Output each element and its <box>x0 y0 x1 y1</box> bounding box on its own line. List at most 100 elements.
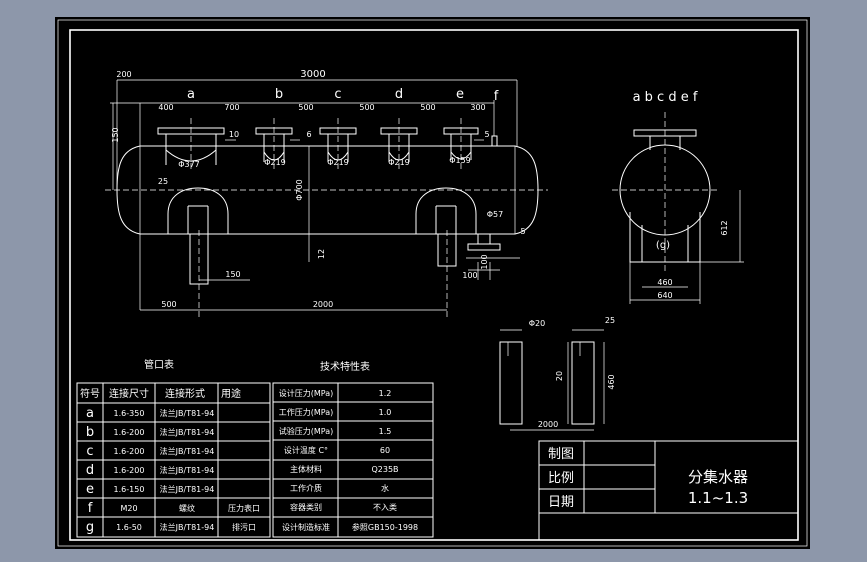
detail-length-label: 2000 <box>538 420 558 429</box>
side-view-width-inner: 460 <box>657 278 672 287</box>
flange-gap-e: 5 <box>484 130 489 139</box>
table-row: c <box>86 444 93 459</box>
side-view: a b c d e f (g) 612 460 640 <box>612 90 744 304</box>
tech-value: Q235B <box>371 465 398 474</box>
table-cell: 法兰JB/T81-94 <box>160 427 215 437</box>
nozzle-d <box>380 118 418 170</box>
side-view-height-label: 612 <box>720 220 729 235</box>
table-cell: 法兰JB/T81-94 <box>160 408 215 418</box>
tech-label: 试验压力(MPa) <box>279 426 334 436</box>
tech-label: 工作压力(MPa) <box>279 407 334 417</box>
spacing-3: 500 <box>298 103 313 112</box>
title-block: 制图 比例 日期 分集水器 1.1~1.3 <box>538 440 799 541</box>
table-row: f <box>88 501 93 516</box>
saddle-span-label: 2000 <box>313 300 333 309</box>
tech-value: 1.2 <box>379 389 392 398</box>
nozzle-letter-d: d <box>395 87 403 102</box>
nozzle-diameter-b: Φ219 <box>264 158 286 167</box>
table-row: e <box>86 482 94 497</box>
nozzle-c <box>319 118 357 170</box>
table-cell: 螺纹 <box>179 503 195 513</box>
outlet-dim-3: 100 <box>462 271 477 280</box>
spacing-1: 400 <box>158 103 173 112</box>
nozzle-letter-b: b <box>275 87 283 102</box>
table-cell: 1.6-200 <box>114 428 145 437</box>
spacing-5: 500 <box>420 103 435 112</box>
table-cell: 1.6-50 <box>116 523 142 532</box>
table-row: d <box>86 463 94 478</box>
table-cell: 1.6-150 <box>114 485 145 494</box>
flange-gap-a: 10 <box>229 130 239 139</box>
title-label-scale: 比例 <box>548 471 574 486</box>
outlet-dim-4: 100 <box>480 254 489 269</box>
detail-dim-20: 20 <box>555 371 564 381</box>
nozzle-letter-a: a <box>187 87 195 102</box>
nozzle-table: 管口表 符号 连接尺寸 连接形式 用途 a 1.6-350 法兰JB/T81-9… <box>76 358 271 538</box>
tech-table: 技术特性表 设计压力(MPa) 1.2 工作压力(MPa) 1.0 试验压力(M… <box>272 360 434 538</box>
nozzle-header-size: 连接尺寸 <box>109 387 149 400</box>
tech-value: 60 <box>380 446 390 455</box>
nozzle-letter-e: e <box>456 87 464 102</box>
table-row: a <box>86 406 94 421</box>
plate-thickness-label: 12 <box>317 249 326 259</box>
tech-value: 1.0 <box>379 408 392 417</box>
table-cell: 法兰JB/T81-94 <box>160 446 215 456</box>
outlet-dim-2: 5 <box>520 227 525 236</box>
tech-value: 不入类 <box>373 502 397 512</box>
drawing-name: 分集水器 <box>688 468 748 486</box>
side-view-width-outer: 640 <box>657 291 672 300</box>
tech-label: 主体材料 <box>290 464 322 474</box>
head-dim-label: 25 <box>158 177 168 186</box>
table-cell: 1.6-350 <box>114 409 145 418</box>
table-cell: 压力表口 <box>228 503 260 513</box>
outlet-g <box>466 233 520 259</box>
table-row: b <box>86 425 94 440</box>
nozzle-diameter-a: Φ377 <box>178 160 200 169</box>
nozzle-a <box>157 118 225 170</box>
nozzle-e <box>443 118 479 170</box>
detail-height-label: 460 <box>607 374 616 389</box>
outlet-dim-1: Φ57 <box>487 210 503 219</box>
table-row: g <box>86 520 94 535</box>
left-offset-label: 200 <box>116 70 131 79</box>
side-view-letters: a b c d e f <box>633 90 698 105</box>
table-cell: 法兰JB/T81-94 <box>160 522 215 532</box>
saddle-left-offset-label: 500 <box>161 300 176 309</box>
nozzle-letter-c: c <box>334 87 341 102</box>
saddle-left <box>167 187 229 320</box>
table-cell: 法兰JB/T81-94 <box>160 465 215 475</box>
nozzle-diameter-c: Φ219 <box>327 158 349 167</box>
inner-frame <box>69 29 799 541</box>
saddle-width-label: 150 <box>225 270 240 279</box>
nozzle-diameter-d: Φ219 <box>388 158 410 167</box>
tech-label: 设计温度 C° <box>284 445 328 455</box>
table-cell: 排污口 <box>232 522 256 532</box>
table-cell: 1.6-200 <box>114 447 145 456</box>
nozzle-header-type: 连接形式 <box>165 387 205 400</box>
drawing-scale: 1.1~1.3 <box>688 489 748 507</box>
title-label-date: 日期 <box>548 495 574 510</box>
overall-length-label: 3000 <box>300 69 325 80</box>
spacing-6: 300 <box>470 103 485 112</box>
front-view: 3000 200 150 a b c d e f 400 700 500 500… <box>105 69 548 320</box>
shell-diameter-label: Φ700 <box>295 179 304 201</box>
nozzle-b <box>255 118 293 170</box>
tech-label: 工作介质 <box>290 483 322 493</box>
height-left-label: 150 <box>111 127 120 142</box>
detail-dim-25: 25 <box>605 316 615 325</box>
flange-gap-b: 6 <box>306 130 311 139</box>
nozzle-f <box>491 100 498 147</box>
side-view-shell <box>619 144 711 236</box>
nozzle-table-title: 管口表 <box>144 358 174 371</box>
tech-value: 参照GB150-1998 <box>352 522 418 532</box>
side-view-marker: (g) <box>656 240 670 251</box>
nozzle-header-symbol: 符号 <box>80 387 100 400</box>
tech-label: 设计压力(MPa) <box>279 388 334 398</box>
saddle-detail: Φ20 25 20 460 2000 <box>499 316 616 431</box>
nozzle-letter-f: f <box>494 89 499 104</box>
nozzle-header-use: 用途 <box>221 387 241 400</box>
tech-value: 1.5 <box>379 427 392 436</box>
table-cell: 1.6-200 <box>114 466 145 475</box>
title-label-drawn: 制图 <box>548 447 574 462</box>
